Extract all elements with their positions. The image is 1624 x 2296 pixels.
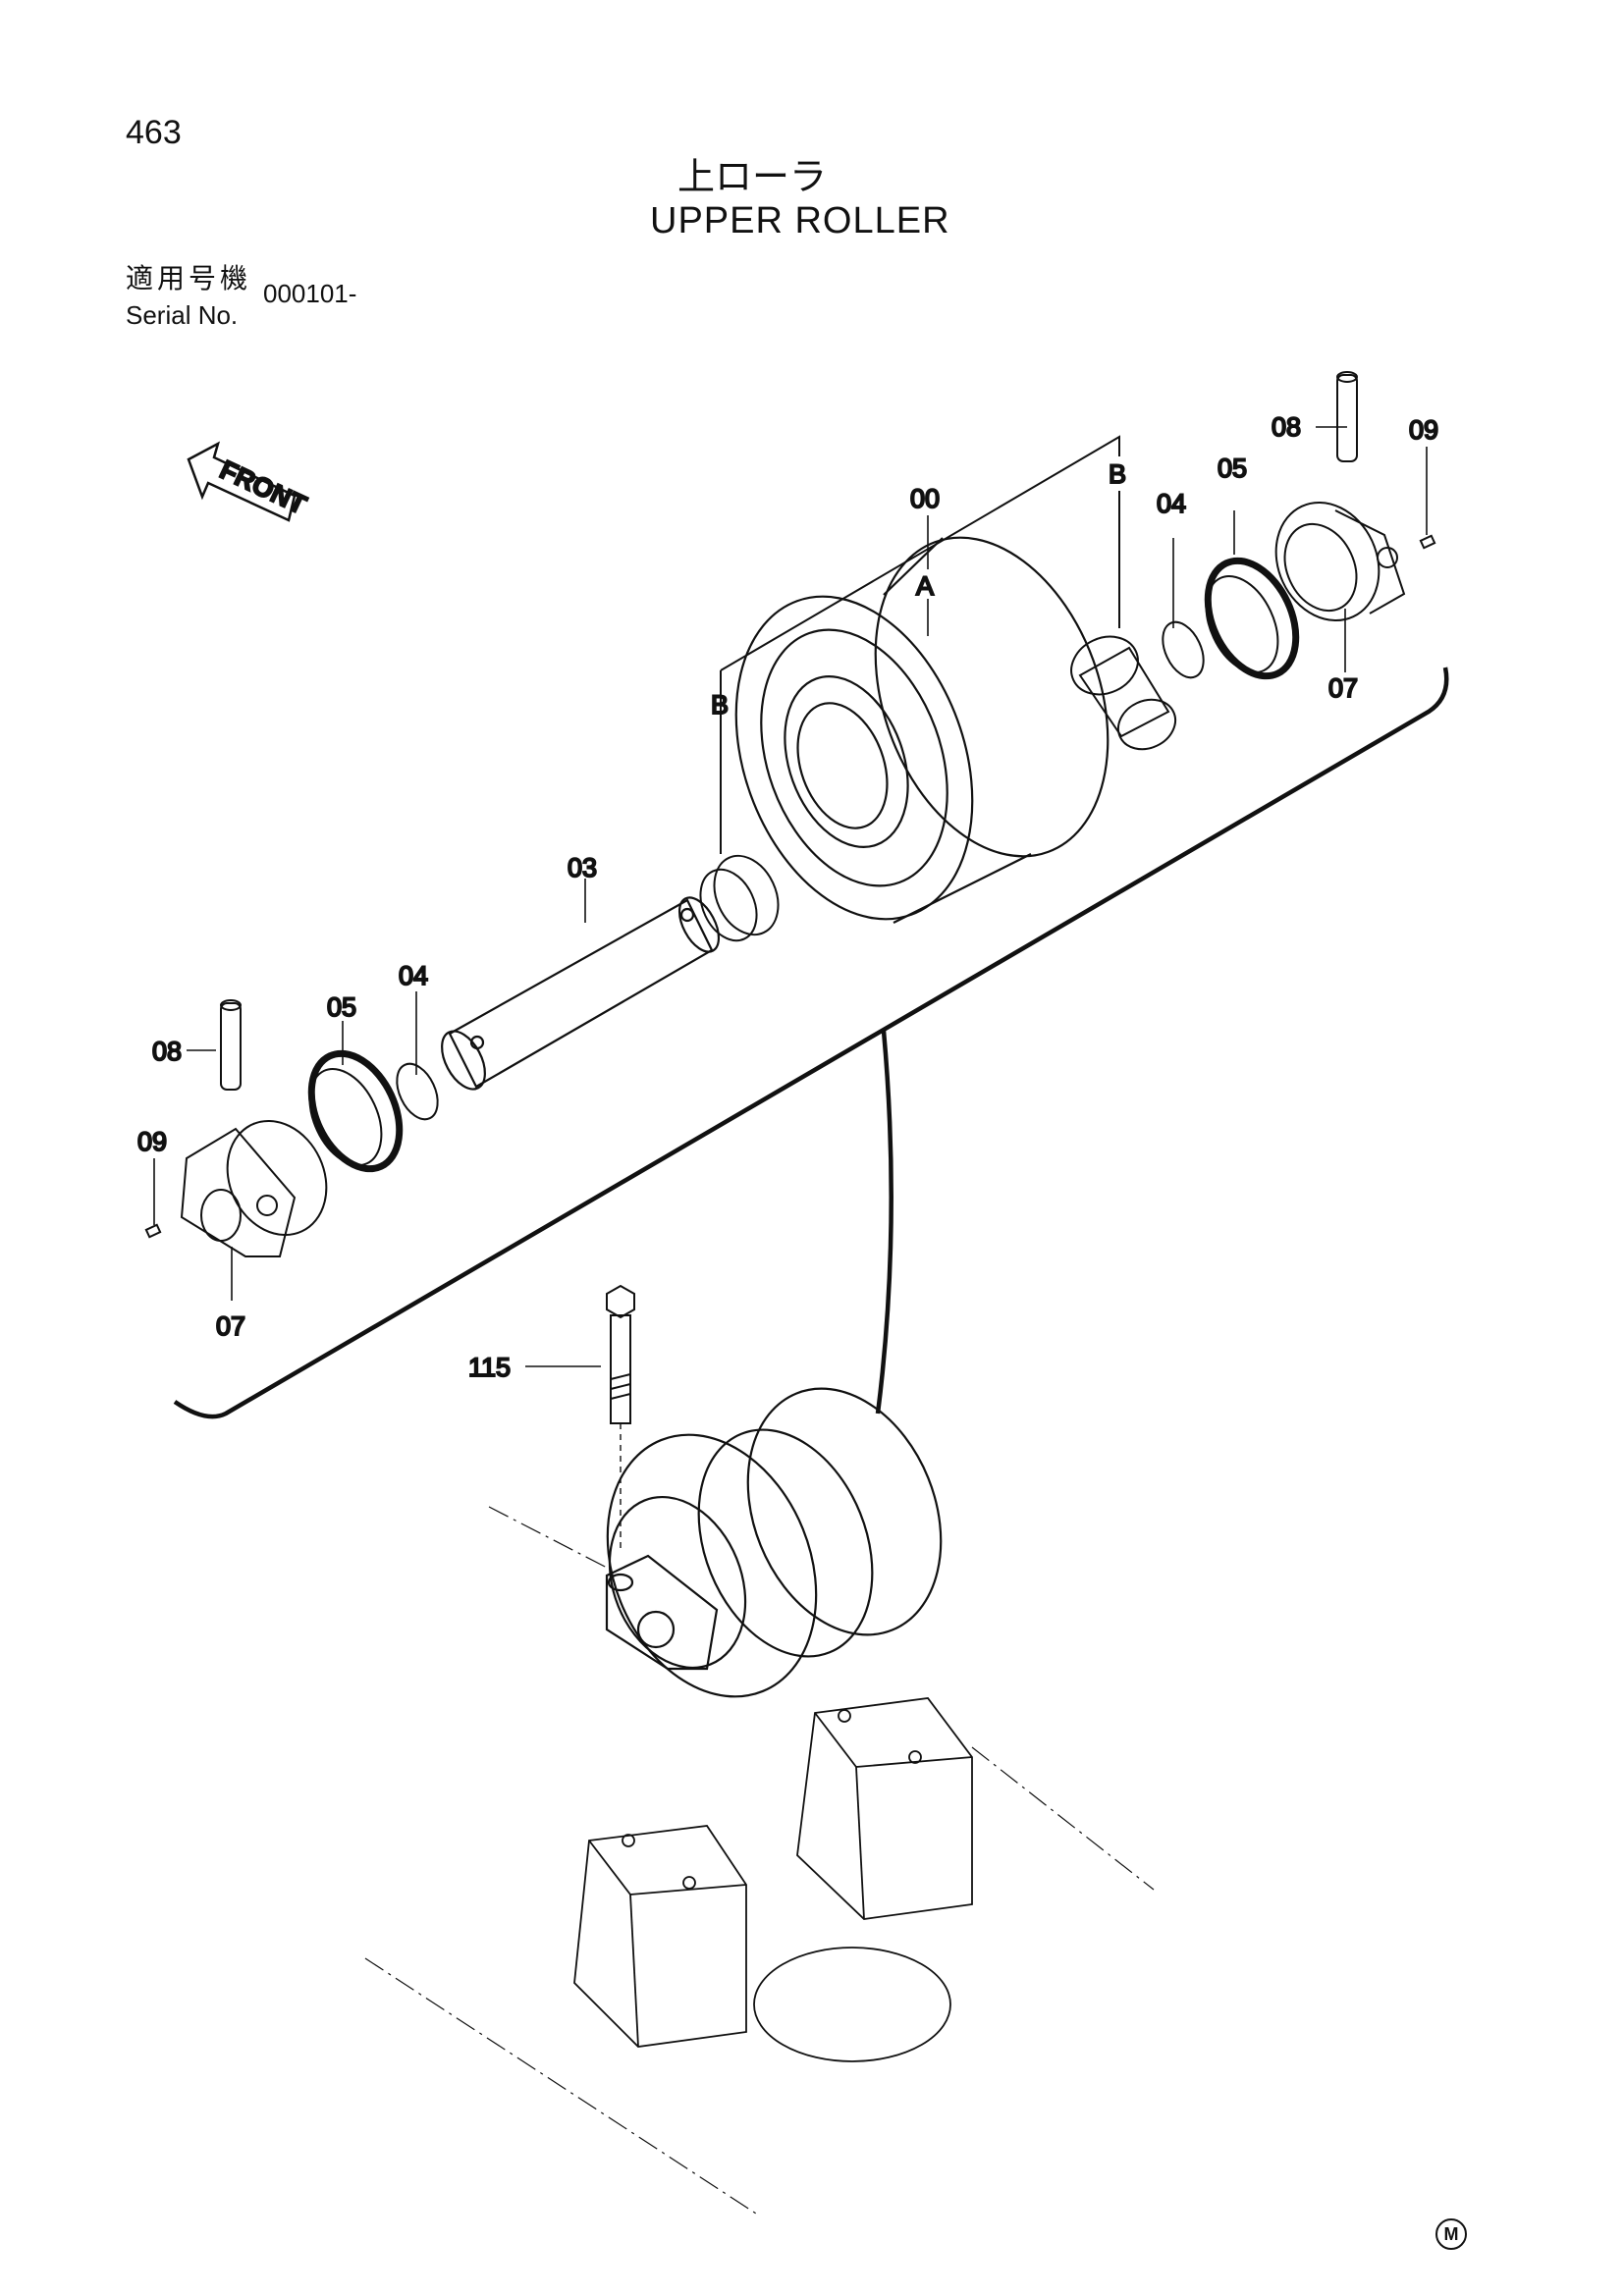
exploded-view-frame (173, 667, 1449, 1419)
o-ring-left (396, 1062, 439, 1121)
callout-03: 03 (568, 853, 597, 882)
bracket-left (180, 1119, 328, 1257)
reference-lines (364, 1506, 1155, 2215)
front-arrow-icon: FRONT (187, 441, 312, 522)
page-number: 463 (126, 114, 182, 151)
front-label: FRONT (215, 454, 310, 520)
callout-07-left: 07 (216, 1311, 245, 1341)
bracket-right (1274, 501, 1406, 622)
shaft (441, 896, 721, 1091)
title-japanese: 上ローラ (677, 157, 828, 198)
title-english: UPPER ROLLER (650, 200, 950, 241)
seal-left (307, 1049, 404, 1173)
serial-label-english: Serial No. (126, 300, 239, 330)
callout-b-left: B (711, 690, 729, 720)
serial-number-value: 000101- (263, 279, 357, 308)
split-collar (699, 854, 780, 942)
assembly-bracket-lines (720, 435, 1120, 854)
bushing-right (1070, 635, 1177, 751)
set-screw-right (1419, 534, 1436, 550)
serial-label-japanese: 適用号機 (126, 263, 252, 294)
set-screw-left (144, 1223, 162, 1239)
callout-b-right: B (1109, 459, 1126, 489)
pin-right (1336, 371, 1358, 462)
callout-05-left: 05 (327, 992, 356, 1022)
roller-body (734, 536, 1110, 924)
callout-05-right: 05 (1218, 454, 1247, 483)
callout-07-right: 07 (1328, 673, 1358, 703)
callout-00: 00 (910, 484, 940, 513)
frame-pedestals (573, 1697, 973, 2062)
callout-09-left: 09 (137, 1127, 167, 1156)
o-ring-right (1162, 620, 1205, 679)
bolt (606, 1284, 635, 1551)
leader-lines (153, 426, 1428, 1367)
pin-left (220, 999, 242, 1091)
callout-a: A (916, 571, 934, 601)
callout-04-right: 04 (1157, 489, 1186, 518)
manufacturer-mark: M (1435, 2218, 1467, 2250)
callout-08-right: 08 (1272, 412, 1301, 442)
roller-assembled (605, 1387, 943, 1698)
callout-115: 115 (468, 1353, 511, 1382)
connector-line (875, 1030, 893, 1415)
callout-04-left: 04 (399, 961, 428, 990)
callout-08-left: 08 (152, 1037, 182, 1066)
callout-09-right: 09 (1409, 415, 1438, 445)
seal-right (1204, 557, 1300, 680)
